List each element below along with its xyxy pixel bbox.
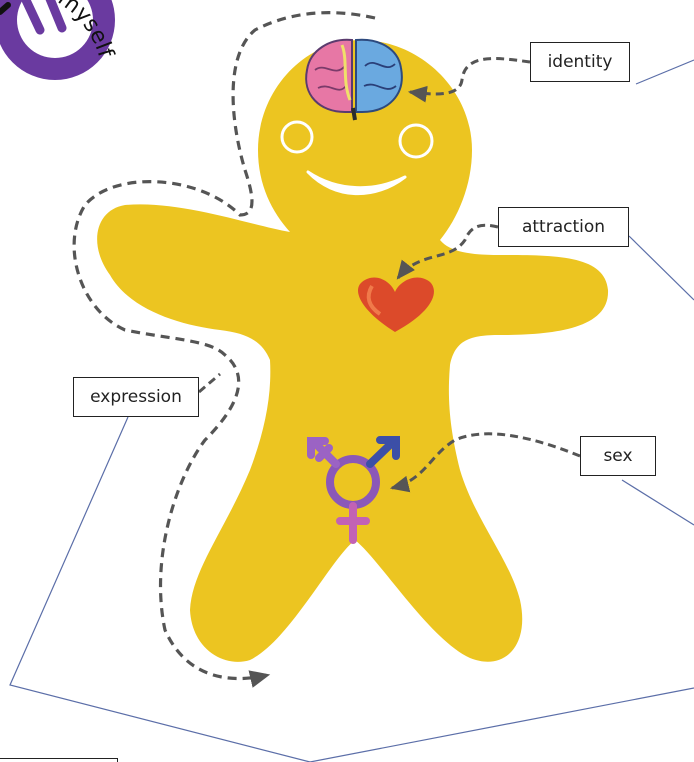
- gingerbread-body: [97, 40, 608, 662]
- be-myself-badge: be myself: [0, 0, 118, 80]
- expression-arrow: [199, 374, 220, 392]
- attraction-label: attraction: [498, 207, 629, 247]
- sex-label: sex: [580, 436, 656, 476]
- identity-label: identity: [530, 42, 630, 82]
- cropped-label-box: [0, 758, 118, 762]
- expression-label: expression: [73, 377, 199, 417]
